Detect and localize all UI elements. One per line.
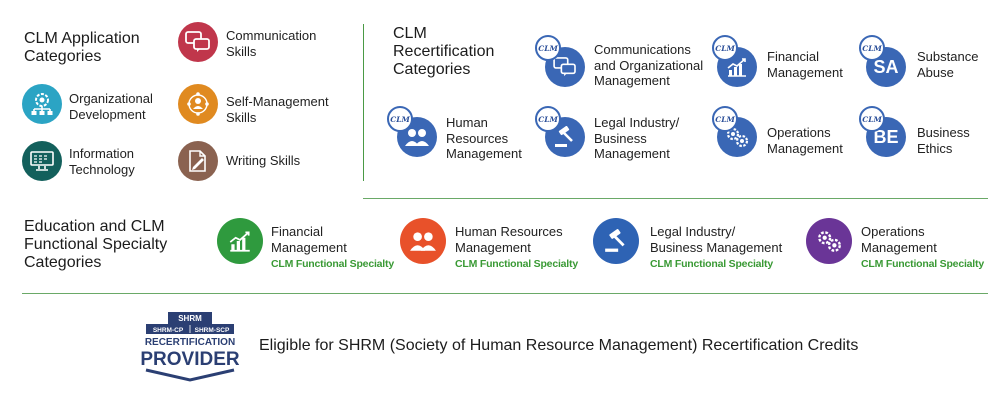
application-item-writing: Writing Skills [226,153,301,168]
recert-item-business-ethics: Business Ethics [917,125,970,156]
clm-badge-icon: CLM [712,35,738,61]
clm-badge-icon: CLM [712,106,738,132]
functional-specialty-tag: CLM Functional Specialty [455,258,578,270]
functional-heading: Education and CLM Functional Specialty C… [24,218,168,271]
functional-specialty-tag: CLM Functional Specialty [650,258,773,270]
be-letters-icon: BE [873,126,899,147]
functional-specialty-tag: CLM Functional Specialty [861,258,984,270]
functional-item-operations: Operations Management CLM Functional Spe… [861,224,984,270]
clm-badge-icon: CLM [535,106,561,132]
functional-item-human-resources: Human Resources Management CLM Functiona… [455,224,578,270]
recert-item-substance-abuse: Substance Abuse [917,49,979,80]
shrm-top-text: SHRM [178,314,202,323]
recert-item-legal: Legal Industry/ Business Management [594,115,680,161]
communication-skills-icon [178,22,218,62]
recert-financial-icon [717,47,757,87]
functional-operations-icon [806,218,852,264]
shrm-scp-text: SHRM-SCP [195,327,230,334]
shrm-provider-text: PROVIDER [140,349,240,370]
writing-skills-icon [178,141,218,181]
clm-badge-icon: CLM [859,106,885,132]
self-management-icon [178,84,218,124]
functional-human-resources-icon [400,218,446,264]
application-item-self-management: Self-Management Skills [226,94,329,125]
recert-item-human-resources: Human Resources Management [446,115,522,161]
organizational-development-icon [22,84,62,124]
recert-human-resources-icon [397,117,437,157]
clm-badge-icon: CLM [535,35,561,61]
functional-financial-icon [217,218,263,264]
shrm-recert-text: RECERTIFICATION [145,337,235,348]
recert-item-financial: Financial Management [767,49,843,80]
shrm-provider-badge: SHRM SHRM-CP SHRM-SCP RECERTIFICATION PR… [140,310,240,382]
application-heading: CLM Application Categories [24,30,140,65]
functional-specialty-tag: CLM Functional Specialty [271,258,394,270]
recert-item-communications: Communications and Organizational Manage… [594,42,704,88]
recert-heading: CLM Recertification Categories [393,25,495,78]
sa-letters-icon: SA [873,56,899,77]
shrm-cp-text: SHRM-CP [153,327,184,334]
information-technology-icon [22,141,62,181]
clm-badge-icon: CLM [859,35,885,61]
functional-legal-icon [593,218,639,264]
section-divider-vertical [363,24,364,181]
shrm-eligibility-text: Eligible for SHRM (Society of Human Reso… [259,337,859,354]
functional-item-financial: Financial Management CLM Functional Spec… [271,224,394,270]
section-divider-1 [363,198,988,199]
application-item-communication: Communication Skills [226,28,317,59]
recert-item-operations: Operations Management [767,125,843,156]
application-item-information: Information Technology [69,146,135,177]
section-divider-2 [22,293,988,294]
clm-badge-icon: CLM [387,106,413,132]
functional-item-legal: Legal Industry/ Business Management CLM … [650,224,783,270]
application-item-organizational: Organizational Development [69,91,153,122]
